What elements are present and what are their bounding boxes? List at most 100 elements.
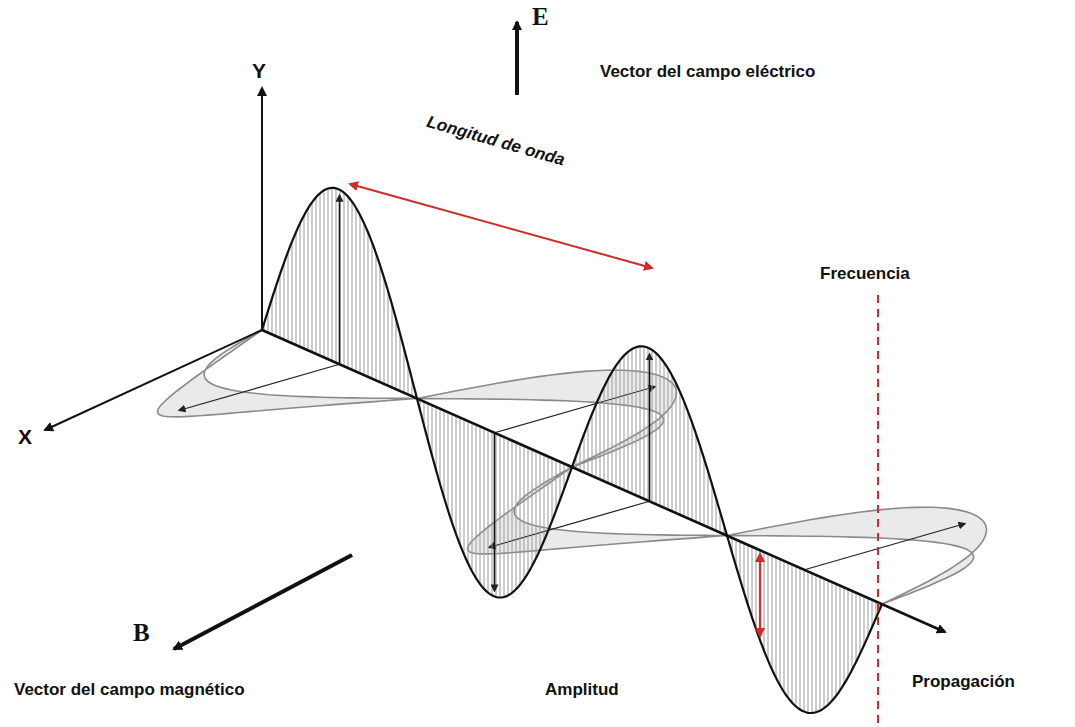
- magnetic-lobe: [727, 507, 986, 604]
- hatch-line: [752, 547, 753, 618]
- hatch-line: [592, 414, 593, 476]
- hatch-line: [272, 298, 273, 334]
- hatch-line: [492, 432, 493, 596]
- hatch-line: [560, 462, 561, 500]
- hatch-line: [356, 208, 357, 372]
- hatch-line: [696, 434, 697, 522]
- hatch-line: [852, 591, 853, 670]
- hatch-line: [780, 559, 781, 685]
- x-axis: [45, 330, 262, 430]
- hatch-line: [628, 352, 629, 492]
- electric-field-arrow: [339, 196, 341, 365]
- hatch-line: [704, 458, 705, 525]
- field-caption: Vector del campo magnético: [14, 680, 245, 700]
- hatch-line: [624, 356, 625, 491]
- hatch-line: [640, 346, 641, 497]
- hatch-line: [280, 274, 281, 338]
- hatch-line: [456, 416, 457, 534]
- hatch-line: [344, 193, 345, 367]
- hatch-line: [488, 430, 489, 593]
- hatch-line: [472, 423, 473, 571]
- hatch-line: [440, 409, 441, 484]
- hatch-line: [500, 435, 501, 597]
- hatch-line: [284, 263, 285, 340]
- hatch-line: [848, 589, 849, 677]
- hatch-line: [596, 404, 597, 477]
- hatch-line: [328, 189, 329, 360]
- hatch-line: [464, 419, 465, 554]
- hatch-line: [544, 455, 545, 541]
- hatch-line: [764, 552, 765, 651]
- hatch-line: [504, 437, 505, 597]
- hatch-line: [360, 215, 361, 373]
- amplitude-label: Amplitud: [545, 680, 619, 700]
- hatch-line: [692, 422, 693, 520]
- hatch-line: [616, 366, 617, 487]
- hatch-line: [380, 265, 381, 382]
- hatch-line: [460, 418, 461, 545]
- wavelength-arrow: [350, 184, 652, 268]
- hatch-line: [784, 561, 785, 692]
- hatch-line: [584, 434, 585, 472]
- hatch-line: [744, 543, 745, 592]
- hatch-line: [348, 197, 349, 368]
- hatch-line: [648, 348, 649, 501]
- hatch-line: [664, 362, 665, 507]
- electric-field-arrow: [649, 354, 651, 501]
- hatch-line: [532, 449, 533, 566]
- hatch-line: [552, 458, 553, 521]
- y-axis: [261, 88, 263, 330]
- hatch-line: [308, 208, 309, 350]
- hatch-line: [496, 433, 497, 597]
- hatch-line: [312, 202, 313, 352]
- hatch-line: [548, 456, 549, 531]
- hatch-line: [792, 564, 793, 702]
- hatch-line: [756, 548, 757, 629]
- hatch-line: [708, 471, 709, 527]
- hatch-line: [620, 360, 621, 488]
- hatch-line: [608, 379, 609, 483]
- hatch-line: [636, 347, 637, 495]
- hatch-line: [336, 188, 337, 362]
- hatch-line: [684, 401, 685, 516]
- hatch-line: [480, 426, 481, 584]
- hatch-line: [796, 566, 797, 707]
- hatch-line: [536, 451, 537, 558]
- hatch-line: [396, 319, 397, 389]
- hatch-line: [436, 407, 437, 470]
- hatch-line: [332, 188, 333, 361]
- electric-field-arrow: [494, 433, 496, 591]
- electric-wave: [262, 188, 882, 713]
- hatch-line: [448, 412, 449, 510]
- magnetic-field-arrow: [180, 364, 340, 410]
- hatch-line: [316, 197, 317, 354]
- magnetic-field-arrow: [490, 501, 650, 547]
- hatch-line: [776, 557, 777, 678]
- propagation-label: Propagación: [912, 672, 1015, 692]
- propagation-axis: [262, 330, 945, 632]
- hatch-line: [432, 405, 433, 455]
- hatch-line: [808, 571, 809, 713]
- hatch-line: [680, 392, 681, 515]
- electric-hatching: [264, 188, 880, 713]
- hatch-line: [516, 442, 517, 589]
- hatch-line: [712, 484, 713, 529]
- e-vector-arrow: [515, 22, 519, 95]
- hatch-line: [288, 252, 289, 342]
- hatch-line: [676, 383, 677, 513]
- hatch-line: [668, 368, 669, 509]
- hatch-line: [520, 444, 521, 585]
- hatch-line: [816, 575, 817, 712]
- frequency-label: Frecuencia: [820, 264, 910, 284]
- hatch-line: [588, 424, 589, 474]
- hatch-line: [868, 598, 869, 637]
- hatch-line: [364, 223, 365, 375]
- hatch-line: [292, 242, 293, 344]
- hatch-line: [468, 421, 469, 563]
- hatch-line: [804, 570, 805, 712]
- hatch-line: [392, 305, 393, 388]
- axis-label: Y: [252, 58, 266, 83]
- hatch-line: [860, 594, 861, 654]
- hatch-line: [508, 439, 509, 596]
